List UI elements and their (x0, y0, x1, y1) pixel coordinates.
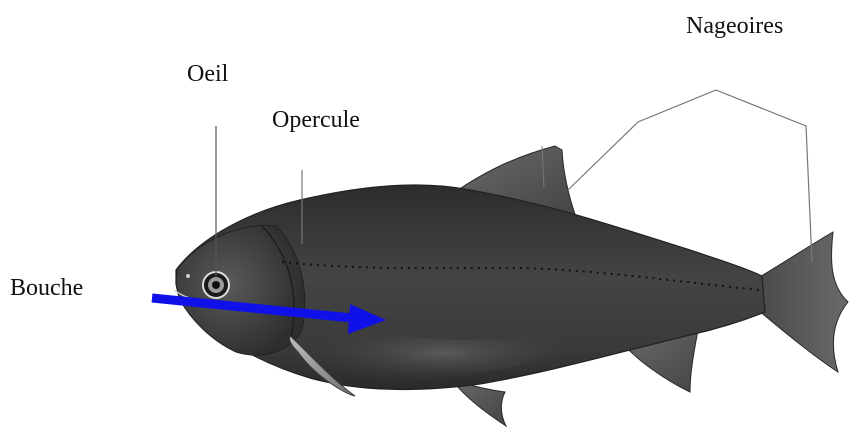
nageoires-label: Nageoires (686, 14, 783, 38)
bouche-label: Bouche (10, 276, 83, 300)
opercule-label: Opercule (272, 108, 360, 132)
nostril (186, 274, 190, 278)
eye-pupil (212, 281, 220, 289)
head (176, 225, 304, 355)
oeil-label: Oeil (187, 62, 228, 86)
tail-fin (758, 232, 848, 372)
